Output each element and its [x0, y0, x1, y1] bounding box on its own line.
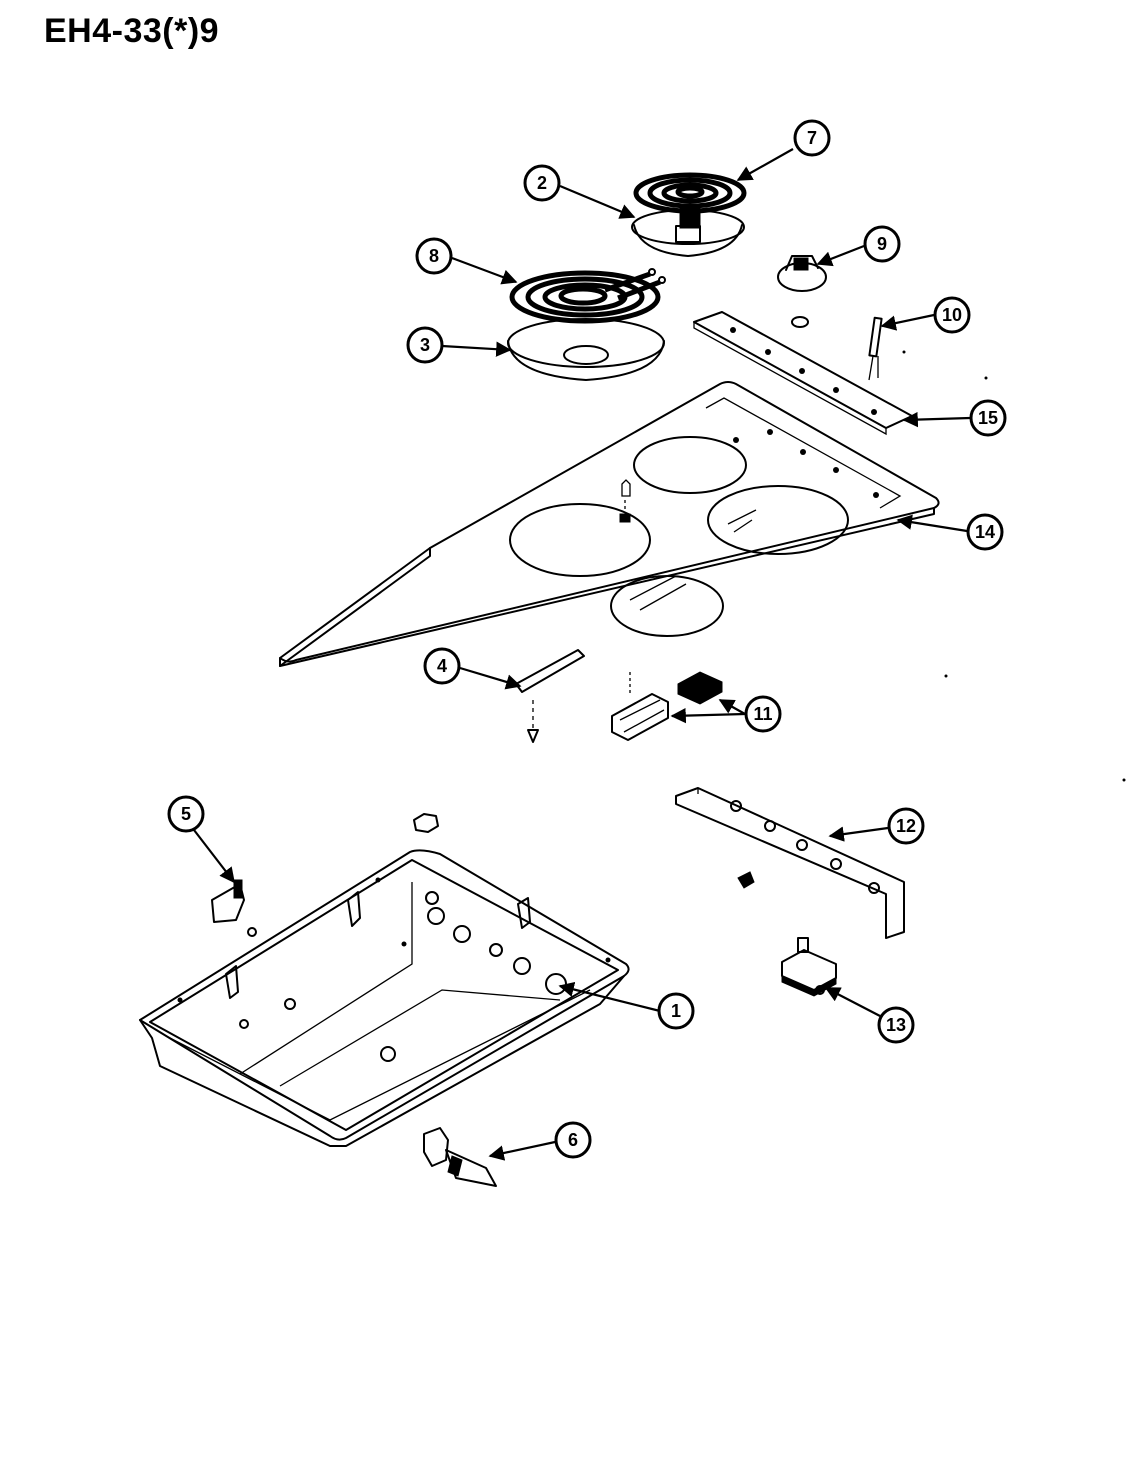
callout-label: 6 [568, 1130, 578, 1150]
infinite-switch [781, 937, 837, 997]
mounting-bracket [211, 879, 257, 937]
callout-7: 7 [793, 119, 831, 157]
control-panel [675, 787, 905, 939]
small-surface-element [633, 172, 747, 229]
page-title: EH4-33(*)9 [44, 12, 220, 50]
callout-9: 9 [863, 225, 901, 263]
callout-label: 12 [896, 816, 916, 836]
large-drip-bowl [507, 318, 665, 381]
callout-label: 8 [429, 246, 439, 266]
callout-1: 1 [657, 992, 695, 1030]
callout-label: 11 [753, 704, 772, 724]
callout-label: 14 [975, 522, 995, 542]
callout-4: 4 [423, 647, 461, 685]
clip [737, 871, 755, 889]
conduit-connector [423, 1127, 497, 1187]
surface-element-receptacle [611, 671, 723, 741]
callout-8: 8 [415, 237, 453, 275]
callout-label: 7 [807, 128, 817, 148]
small-drip-bowl [631, 209, 745, 257]
callout-label: 1 [671, 1001, 681, 1021]
callout-10: 10 [933, 296, 971, 334]
callout-2: 2 [523, 164, 561, 202]
stray-mark [1122, 778, 1126, 782]
cooktop-main-top [279, 381, 940, 667]
callout-3: 3 [406, 326, 444, 364]
large-surface-element [509, 268, 666, 324]
hex-nut [413, 813, 439, 833]
callout-5: 5 [167, 795, 205, 833]
callout-label: 10 [942, 305, 962, 325]
callout-label: 13 [886, 1015, 906, 1035]
burner-box [139, 849, 630, 1147]
callout-12: 12 [887, 807, 925, 845]
callout-11: 11 [744, 695, 782, 733]
nut [791, 316, 809, 328]
stray-mark [902, 350, 906, 354]
callout-label: 15 [978, 408, 998, 428]
callout-14: 14 [966, 513, 1004, 551]
callout-label: 5 [181, 804, 191, 824]
callout-label: 4 [437, 656, 447, 676]
control-knob [777, 255, 827, 292]
indicator-light [868, 316, 883, 381]
support-brace [515, 649, 585, 743]
stray-mark [984, 376, 988, 380]
callout-15: 15 [969, 399, 1007, 437]
callout-6: 6 [554, 1121, 592, 1159]
callout-label: 3 [420, 335, 430, 355]
stray-mark [944, 674, 948, 678]
callout-13: 13 [877, 1006, 915, 1044]
callout-label: 9 [877, 234, 887, 254]
callout-label: 2 [537, 173, 547, 193]
